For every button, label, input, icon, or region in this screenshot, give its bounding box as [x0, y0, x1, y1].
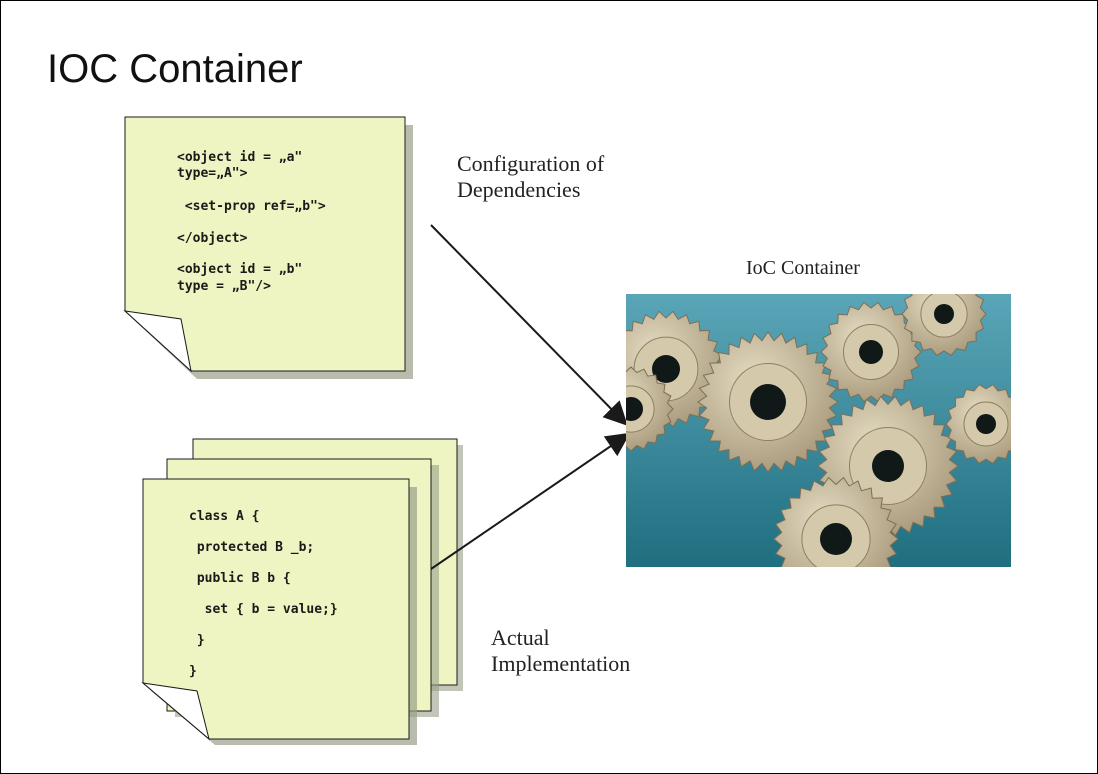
code-line: public B b { [189, 571, 291, 586]
gear-hole-icon [872, 450, 904, 482]
code-line: <set-prop ref=„b"> [177, 199, 326, 214]
code-line: class A { [189, 509, 260, 524]
slide-title: IOC Container [47, 47, 303, 91]
code-line: } [189, 664, 197, 679]
config-label-line: Dependencies [457, 177, 581, 203]
gear-hole-icon [976, 414, 996, 434]
gear-hole-icon [750, 384, 786, 420]
gear-hole-icon [859, 340, 883, 364]
config-label: Configuration of Dependencies [457, 151, 604, 204]
gear-hole-icon [652, 355, 680, 383]
gear-hole-icon [820, 523, 852, 555]
gear-hole-icon [626, 397, 643, 421]
gears-image-icon [626, 294, 1011, 567]
container-label: IoC Container [746, 257, 860, 279]
impl-label: Actual Implementation [491, 625, 630, 678]
code-line: <object id = „b" [177, 262, 303, 277]
config-arrow-icon [430, 224, 628, 426]
code-line: type=„A"> [177, 166, 248, 181]
config-document-icon [123, 116, 413, 379]
code-line: set { b = value;} [189, 602, 338, 617]
code-line: } [189, 633, 205, 648]
code-line: <object id = „a" [177, 150, 303, 165]
code-line: protected B _b; [189, 540, 315, 555]
impl-arrow-icon [430, 432, 631, 570]
gear-hole-icon [934, 304, 954, 324]
impl-label-line: Implementation [491, 651, 631, 677]
impl-document-stack-icon [141, 438, 463, 745]
config-label-line: Configuration of [457, 151, 605, 176]
code-line: </object> [177, 231, 248, 246]
code-line: type = „B"/> [177, 279, 271, 294]
impl-label-line: Actual [491, 625, 550, 650]
